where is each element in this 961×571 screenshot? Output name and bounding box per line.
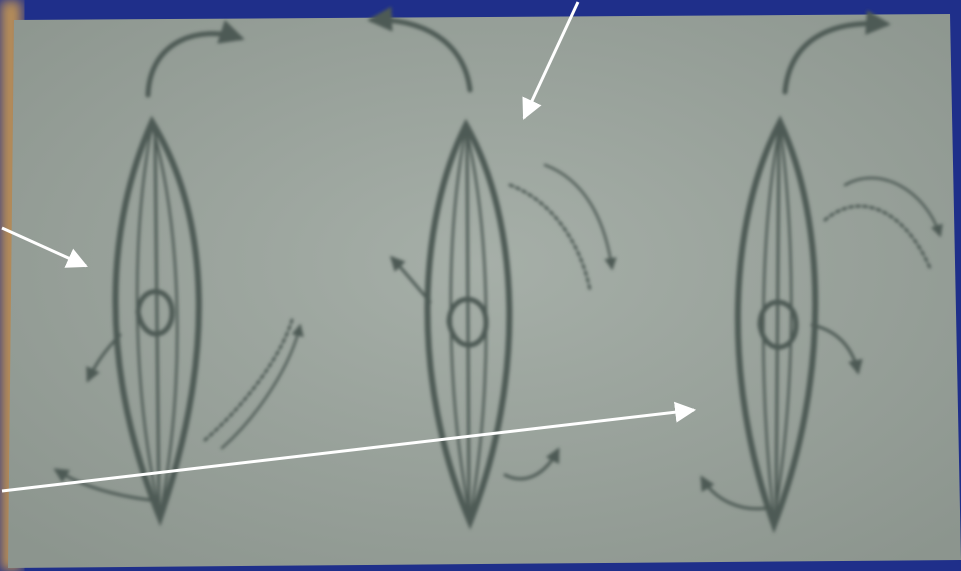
drawing-photo: [0, 0, 961, 571]
slide: [0, 0, 961, 571]
